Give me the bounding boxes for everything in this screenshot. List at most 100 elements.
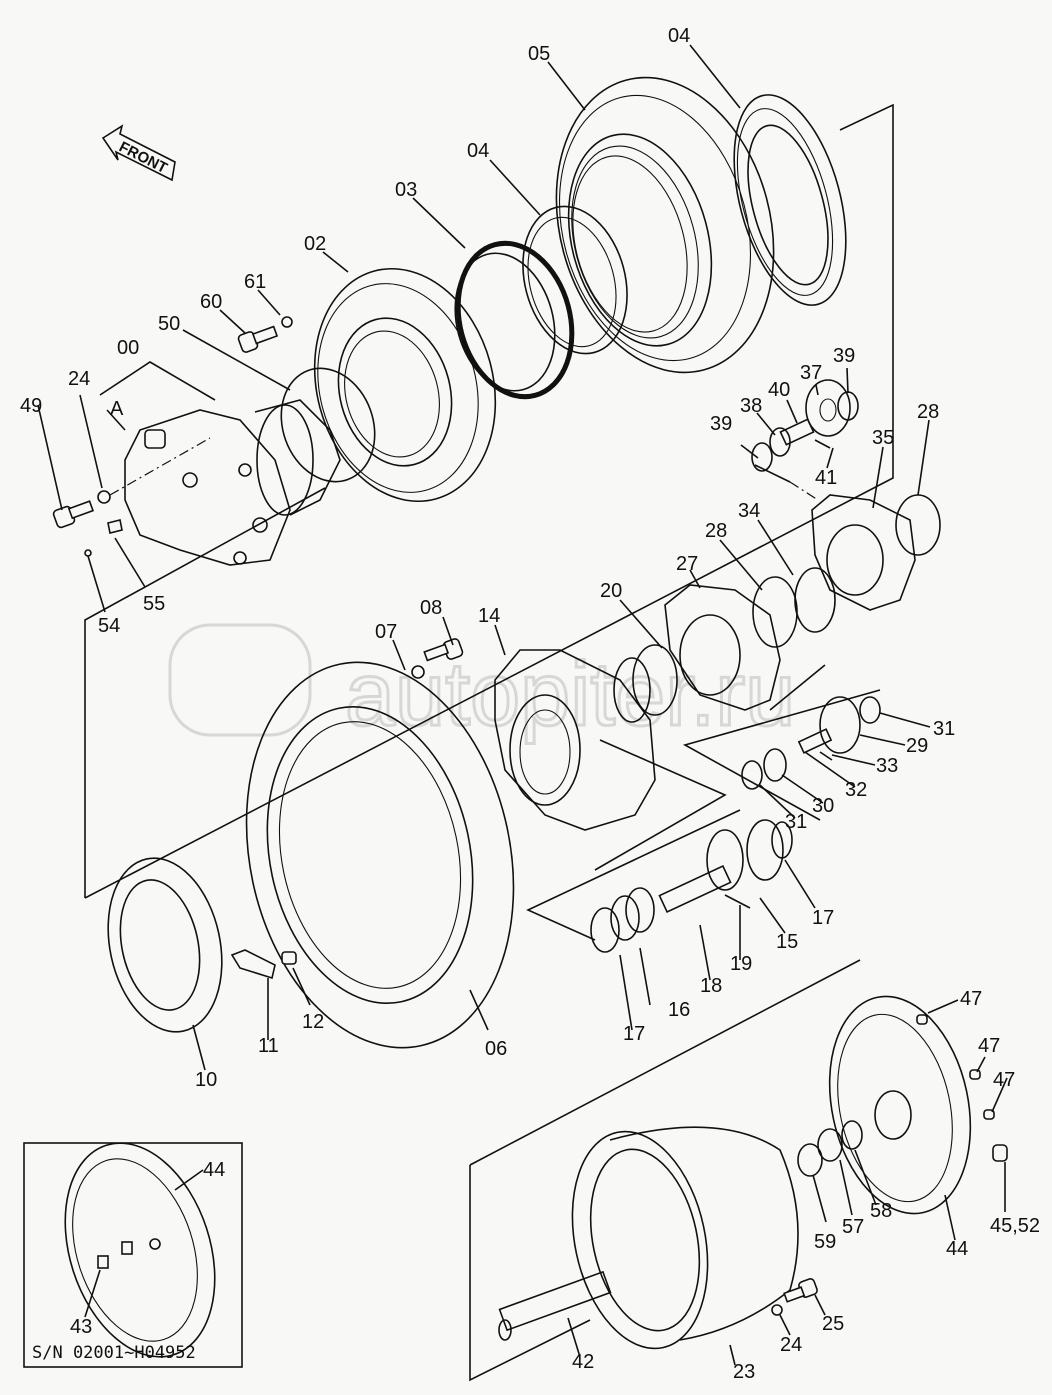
stage1-frame-c bbox=[682, 689, 881, 821]
callout-32: 32 bbox=[845, 779, 867, 801]
callout-05: 05 bbox=[528, 43, 550, 65]
part-32-pin bbox=[797, 728, 833, 754]
callout-23: 23 bbox=[733, 1361, 755, 1383]
callout-57: 57 bbox=[842, 1216, 864, 1238]
part-03-floating-seal bbox=[454, 240, 575, 400]
callout-15: 15 bbox=[776, 931, 798, 953]
callout-45-52: 45,52 bbox=[990, 1215, 1040, 1237]
callout-40: 40 bbox=[768, 379, 790, 401]
callout-17: 17 bbox=[812, 907, 834, 929]
callout-08: 08 bbox=[420, 597, 442, 619]
part-28-thrust-plate-a bbox=[895, 494, 941, 556]
part-16-needle-bearing-b bbox=[610, 895, 640, 941]
callout-44: 44 bbox=[946, 1238, 968, 1260]
part-59-snap-ring bbox=[797, 1143, 823, 1177]
callout-42: 42 bbox=[572, 1351, 594, 1373]
part-00-travel-motor bbox=[124, 399, 341, 566]
part-47-plug-b bbox=[969, 1069, 981, 1080]
part-14-carrier bbox=[494, 649, 656, 831]
part-47-plug-a bbox=[916, 1014, 928, 1025]
inset-callout-43: 43 bbox=[70, 1316, 92, 1338]
part-07-washer bbox=[411, 665, 425, 679]
section-frame-bottom-top bbox=[469, 959, 861, 1166]
part-40-pin bbox=[779, 418, 815, 446]
part-15-planet-gear bbox=[706, 819, 784, 891]
callout-A: A bbox=[110, 398, 124, 420]
callout-16: 16 bbox=[668, 999, 690, 1021]
callout-04: 04 bbox=[467, 140, 489, 162]
callout-17: 17 bbox=[623, 1023, 645, 1045]
callout-12: 12 bbox=[302, 1011, 324, 1033]
part-35-carrier bbox=[811, 494, 916, 611]
callout-34: 34 bbox=[738, 500, 760, 522]
part-55-plate bbox=[107, 519, 123, 534]
inset-callout-44: 44 bbox=[203, 1159, 225, 1181]
callout-59: 59 bbox=[814, 1231, 836, 1253]
part-31-thrust-washer-a bbox=[859, 696, 881, 724]
part-29-planet-gear bbox=[819, 696, 861, 754]
callout-50: 50 bbox=[158, 313, 180, 335]
part-44-cover bbox=[828, 995, 972, 1215]
callout-11: 11 bbox=[258, 1035, 279, 1057]
watermark: autopiter.ru bbox=[168, 623, 797, 747]
serial-number-range: S/N 02001~H04952 bbox=[32, 1343, 196, 1363]
part-61-washer bbox=[281, 316, 293, 328]
part-10-lock-ring bbox=[107, 857, 223, 1033]
part-18-shaft bbox=[658, 864, 732, 914]
part-43-plug bbox=[97, 1255, 109, 1269]
callout-04: 04 bbox=[668, 25, 690, 47]
part-49-bolt bbox=[52, 500, 95, 529]
part-47-plug-c bbox=[983, 1109, 995, 1120]
part-04-seal-mid bbox=[522, 205, 628, 355]
callout-24: 24 bbox=[68, 368, 90, 390]
stage1-frame-a bbox=[594, 739, 727, 871]
part-54-screw bbox=[84, 549, 92, 557]
callout-19: 19 bbox=[730, 953, 752, 975]
callout-55: 55 bbox=[143, 593, 165, 615]
section-frame-bottom bbox=[469, 1165, 591, 1382]
stage2-guide-b bbox=[789, 481, 819, 501]
callout-47: 47 bbox=[960, 988, 982, 1010]
part-23-ring-gear bbox=[571, 1126, 799, 1350]
leader-lines bbox=[37, 44, 1008, 1366]
callout-33: 33 bbox=[876, 755, 898, 777]
callout-54: 54 bbox=[98, 615, 120, 637]
part-33-spring-pin bbox=[819, 751, 833, 761]
part-24-washer-motor bbox=[97, 490, 111, 504]
callout-02: 02 bbox=[304, 233, 326, 255]
callout-31: 31 bbox=[785, 811, 807, 833]
part-38-needle-bearing bbox=[769, 427, 791, 457]
callout-58: 58 bbox=[870, 1200, 892, 1222]
part-05-hub-housing bbox=[555, 76, 775, 374]
motor-centerline bbox=[109, 437, 211, 496]
stage2-guide-a bbox=[754, 464, 791, 483]
part-12-bolt bbox=[281, 951, 297, 965]
inset-variant-box: S/N 02001~H04952 44 43 bbox=[23, 1142, 243, 1368]
part-39-thrust-washer-b bbox=[751, 442, 773, 472]
stage1-frame-b bbox=[769, 664, 826, 711]
part-50-o-ring bbox=[280, 367, 376, 483]
part-17-thrust-washer-b bbox=[590, 907, 620, 953]
part-25-bolt bbox=[783, 1278, 818, 1303]
callout-41: 41 bbox=[815, 467, 837, 489]
callout-37: 37 bbox=[800, 362, 822, 384]
part-31-thrust-washer-b bbox=[741, 760, 763, 790]
part-34-sun-gear bbox=[794, 567, 836, 633]
callout-28: 28 bbox=[705, 520, 727, 542]
part-04-seal-right bbox=[733, 94, 847, 306]
part-19-pin bbox=[724, 894, 751, 909]
part-20-sun-gear bbox=[613, 644, 678, 723]
callout-61: 61 bbox=[244, 271, 266, 293]
callout-39: 39 bbox=[710, 413, 732, 435]
part-58-bearing bbox=[841, 1120, 863, 1150]
callout-00: 00 bbox=[117, 337, 139, 359]
part-42-shaft bbox=[498, 1270, 612, 1341]
callout-labels: 04 05 04 03 02 61 60 50 00 A 24 49 54 55… bbox=[20, 25, 1040, 1383]
callout-14: 14 bbox=[478, 605, 500, 627]
front-direction-arrow: FRONT bbox=[101, 124, 176, 182]
callout-06: 06 bbox=[485, 1038, 507, 1060]
shaft-frame bbox=[526, 809, 741, 941]
callout-27: 27 bbox=[676, 553, 698, 575]
part-08-bolt bbox=[423, 638, 464, 662]
callout-47: 47 bbox=[978, 1035, 1000, 1057]
